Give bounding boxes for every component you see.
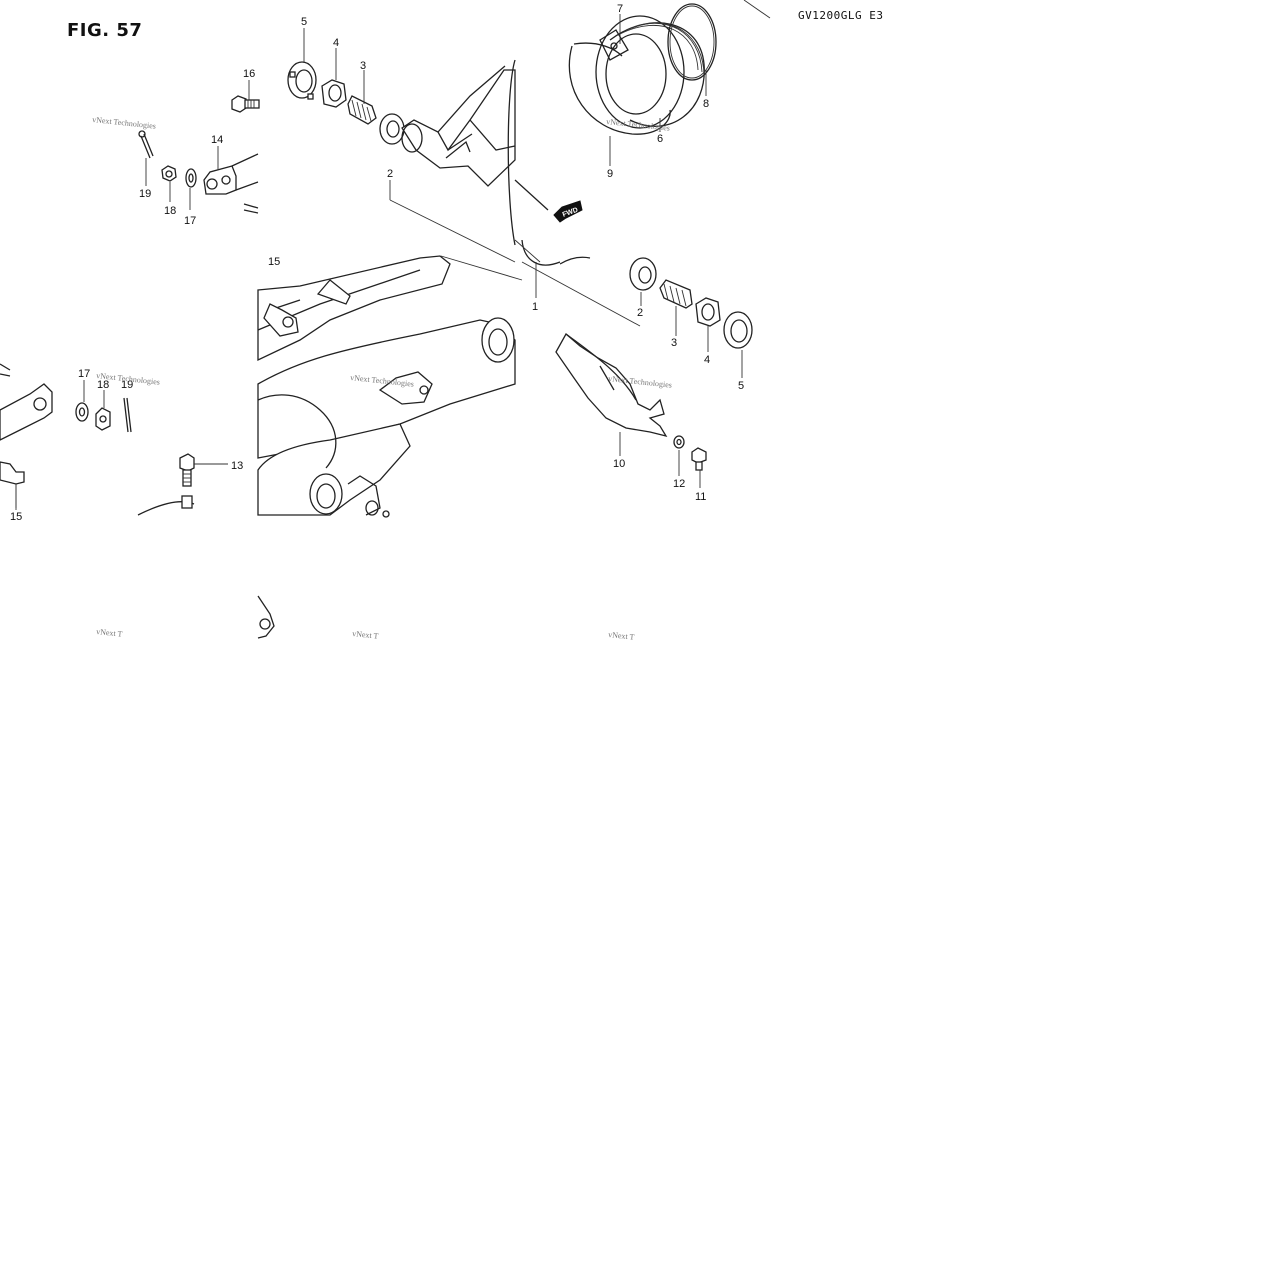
callout-15: 15 [268, 256, 280, 268]
pivot-leader [440, 255, 523, 281]
bolt-end [243, 203, 259, 214]
nut-4 [321, 79, 347, 108]
callout-4-lower: 4 [704, 354, 710, 366]
callout-2: 2 [387, 168, 393, 180]
callout-leaders [15, 14, 743, 510]
callout-8: 8 [703, 98, 709, 110]
callout-11: 11 [695, 491, 706, 503]
nut-18 [161, 165, 177, 182]
torque-link-14 [203, 153, 259, 195]
swingarm-pivot-upper [401, 65, 516, 187]
callout-7: 7 [617, 3, 623, 15]
callout-18: 18 [164, 205, 176, 217]
callouts-upper-right: 7 8 6 9 1 [532, 3, 709, 313]
dust-seal-3-lower [659, 279, 693, 309]
cotter-pin-19-lower [123, 397, 132, 433]
bolt-15-lower [0, 461, 25, 508]
callouts-upper-left: 16 14 19 18 17 [139, 68, 255, 227]
boot-6 [595, 15, 705, 129]
callout-3-lower: 3 [671, 337, 677, 349]
callouts-lower-left: 17 18 19 13 15 [10, 368, 243, 523]
watermark-clipped: vNext T [608, 630, 635, 642]
callout-14: 14 [211, 134, 223, 146]
callout-2-lower: 2 [637, 307, 643, 319]
washer-17 [185, 168, 197, 188]
bearing-2-lower [629, 257, 657, 291]
ring-nut-5-lower [723, 311, 753, 349]
clamp-7 [599, 29, 629, 61]
callout-1: 1 [532, 301, 538, 313]
leader-line-lower [521, 261, 641, 327]
callout-17-lower: 17 [78, 368, 90, 380]
callout-12: 12 [673, 478, 685, 490]
bolt-13 [179, 453, 228, 487]
bolt-13-shank [181, 495, 193, 509]
leader-line-upper [389, 199, 516, 263]
figure-label: FIG. 57 [67, 20, 143, 41]
washer-12 [673, 435, 685, 449]
nut-4-lower [695, 297, 721, 327]
callout-9: 9 [607, 168, 613, 180]
watermark: vNext Technologies [92, 115, 157, 131]
callouts-upper-mid: 5 4 3 2 15 [268, 16, 393, 268]
ring-nut-5 [287, 61, 317, 100]
callouts-lower-right: 2 3 4 5 10 12 11 [613, 307, 744, 503]
callout-15-lower: 15 [10, 511, 22, 523]
housing-edge [507, 59, 549, 246]
callout-17: 17 [184, 215, 196, 227]
nut-18-lower [95, 407, 111, 431]
callout-6: 6 [657, 133, 663, 145]
callout-5: 5 [301, 16, 307, 28]
bolt-11 [691, 447, 707, 471]
cotter-pin-19 [138, 130, 154, 159]
bolt-16 [231, 95, 260, 113]
washer-17-lower [75, 402, 89, 422]
fwd-arrow: FWD [553, 200, 583, 223]
callout-5-lower: 5 [738, 380, 744, 392]
swingarm-body [257, 255, 516, 639]
callout-10: 10 [613, 458, 625, 470]
callout-3: 3 [360, 60, 366, 72]
watermark-clipped: vNext T [96, 627, 123, 639]
housing-bottom-edge [521, 239, 591, 266]
callout-19: 19 [139, 188, 151, 200]
callout-18-lower: 18 [97, 379, 109, 391]
torque-link-lower [0, 363, 53, 441]
model-code: GV1200GLG E3 [798, 9, 884, 22]
callout-19-lower: 19 [121, 379, 133, 391]
watermark-clipped: vNext T [352, 629, 379, 641]
callout-4: 4 [333, 37, 339, 49]
dust-seal-3 [347, 95, 377, 125]
pivot-diagonal [514, 239, 541, 263]
cover-10 [555, 332, 668, 438]
callout-16: 16 [243, 68, 255, 80]
o-ring-8 [667, 3, 717, 81]
bearing-2 [379, 113, 405, 145]
callout-13: 13 [231, 460, 243, 472]
edge-line [743, 0, 771, 19]
